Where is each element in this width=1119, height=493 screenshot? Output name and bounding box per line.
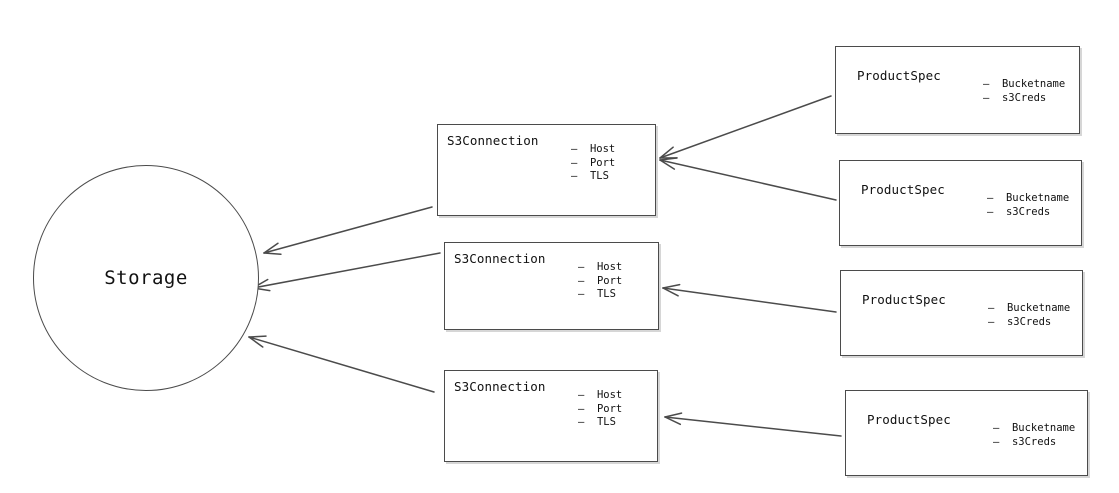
productspec-attribute: s3Creds [993, 436, 1075, 450]
edge-conn2-to-storage [252, 252, 441, 292]
productspec-title: ProductSpec [857, 68, 941, 83]
storage-node[interactable]: Storage [33, 165, 259, 391]
s3connection-attribute: Port [578, 403, 622, 417]
productspec-title: ProductSpec [861, 182, 945, 197]
arrowhead-barb [662, 283, 681, 289]
productspec-attribute: s3Creds [988, 316, 1070, 330]
productspec-title: ProductSpec [867, 412, 951, 427]
s3connection-attribute: TLS [578, 416, 622, 430]
s3connection-box[interactable] [444, 242, 659, 330]
arrowhead-barb [248, 335, 267, 338]
productspec-attribute: Bucketname [993, 422, 1075, 436]
productspec-attribute: s3Creds [983, 92, 1065, 106]
s3connection-attribute: Host [578, 389, 622, 403]
arrowhead-barb [664, 416, 682, 426]
s3connection-title: S3Connection [454, 251, 546, 266]
arrowhead-barb [662, 287, 679, 297]
s3connection-attribute: Host [571, 143, 615, 157]
productspec-attribute-list: Bucketnames3Creds [987, 192, 1069, 219]
arrowhead-barb [664, 412, 683, 418]
edge-spec3-to-conn2 [662, 283, 837, 313]
storage-node-label: Storage [104, 267, 188, 289]
s3connection-attribute: TLS [578, 288, 622, 302]
s3connection-title: S3Connection [454, 379, 546, 394]
edge-conn1-to-storage [263, 206, 433, 255]
productspec-attribute: Bucketname [987, 192, 1069, 206]
productspec-attribute-list: Bucketnames3Creds [993, 422, 1075, 449]
s3connection-attribute: Port [571, 157, 615, 171]
s3connection-box[interactable] [444, 370, 658, 462]
arrowhead-barb [263, 242, 279, 254]
arrowhead-barb [659, 146, 674, 159]
arrowhead-barb [659, 159, 676, 170]
productspec-attribute-list: Bucketnames3Creds [983, 78, 1065, 105]
productspec-attribute-list: Bucketnames3Creds [988, 302, 1070, 329]
arrowhead-barb [248, 336, 264, 348]
productspec-title: ProductSpec [862, 292, 946, 307]
edge-spec4-to-conn3 [664, 412, 842, 437]
s3connection-title: S3Connection [447, 133, 539, 148]
productspec-attribute: Bucketname [988, 302, 1070, 316]
edge-spec1-to-conn1 [659, 95, 832, 159]
productspec-attribute: Bucketname [983, 78, 1065, 92]
edge-conn3-to-storage [248, 335, 435, 393]
s3connection-attribute-list: HostPortTLS [578, 261, 622, 302]
s3connection-attribute-list: HostPortTLS [571, 143, 615, 184]
s3connection-attribute: TLS [571, 170, 615, 184]
edge-spec2-to-conn1 [659, 157, 837, 201]
arrowhead-barb [263, 252, 282, 255]
s3connection-attribute-list: HostPortTLS [578, 389, 622, 430]
productspec-attribute: s3Creds [987, 206, 1069, 220]
s3connection-attribute: Host [578, 261, 622, 275]
s3connection-box[interactable] [437, 124, 656, 216]
arrowhead-barb [659, 157, 678, 161]
s3connection-attribute: Port [578, 275, 622, 289]
